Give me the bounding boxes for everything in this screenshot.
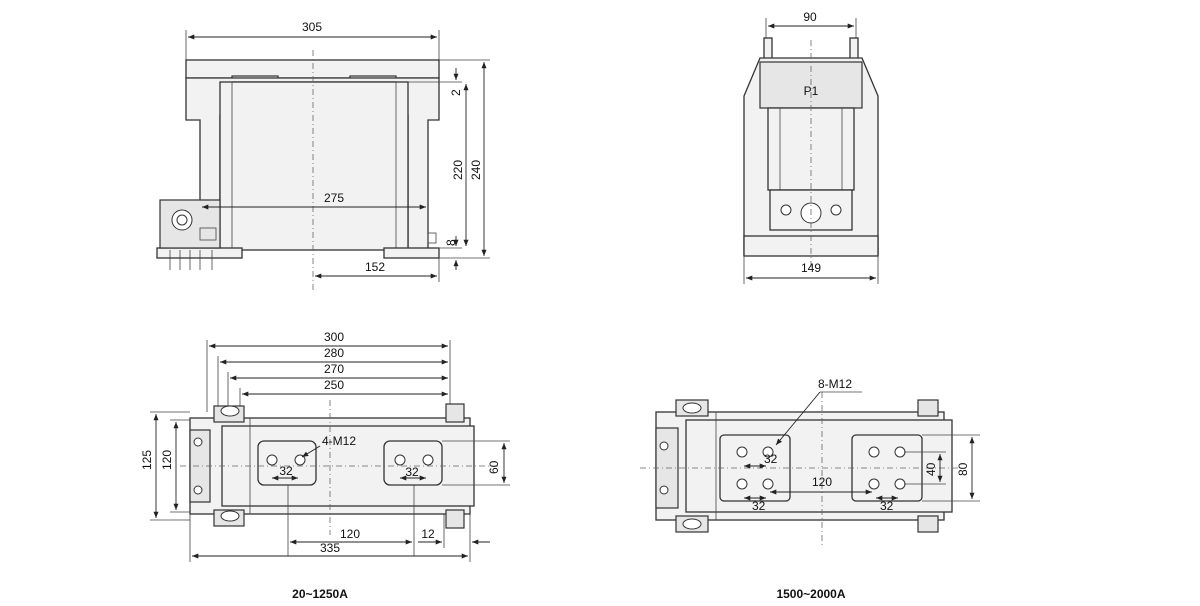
dim-label-2: 2 [449,89,463,96]
top-cap [185,59,440,79]
pitch-label-right: 32 [405,465,419,479]
dim-label-large-120: 120 [812,475,832,489]
plan-view-small: 300 280 270 250 4-M12 32 32 [140,330,510,601]
terminal-pad-left [257,440,317,486]
core-window [219,81,409,251]
dim-label-270: 270 [324,362,344,376]
dim-label-335: 335 [320,541,340,555]
plan-view-large: 8-M12 32 32 32 120 40 80 1500~2000A [640,377,980,601]
dim-label-60: 60 [487,460,501,474]
callout-8-m12: 8-M12 [818,377,852,391]
dim-label-275: 275 [324,191,344,205]
pitch-label-large-1: 32 [764,452,778,466]
dim-label-8: 8 [444,239,458,246]
pitch-label-large-3: 32 [880,499,894,513]
front-view: 305 275 152 [156,20,490,290]
pitch-label-left: 32 [279,464,293,478]
dim-label-125: 125 [140,450,154,470]
dim-label-152: 152 [365,260,385,274]
caption-20-1250a: 20~1250A [292,587,348,601]
dim-label-90: 90 [803,10,817,24]
dim-label-120-horizontal: 120 [340,527,360,541]
dim-label-40: 40 [924,462,938,476]
dim-label-120-vertical: 120 [160,450,174,470]
caption-1500-2000a: 1500~2000A [776,587,845,601]
side-view: 90 P1 149 [743,10,879,284]
dim-label-280: 280 [324,346,344,360]
dim-label-305: 305 [302,20,322,34]
terminal-pad-right [383,440,443,486]
dim-label-149: 149 [801,261,821,275]
dim-label-250: 250 [324,378,344,392]
base-foot-right [383,247,440,259]
pitch-label-large-2: 32 [752,499,766,513]
dim-label-240: 240 [469,160,483,180]
dim-label-220: 220 [451,160,465,180]
callout-4-m12: 4-M12 [322,434,356,448]
terminal-label-p1: P1 [804,84,819,98]
dim-label-300: 300 [324,330,344,344]
dim-label-80: 80 [956,462,970,476]
dim-label-12: 12 [421,527,435,541]
